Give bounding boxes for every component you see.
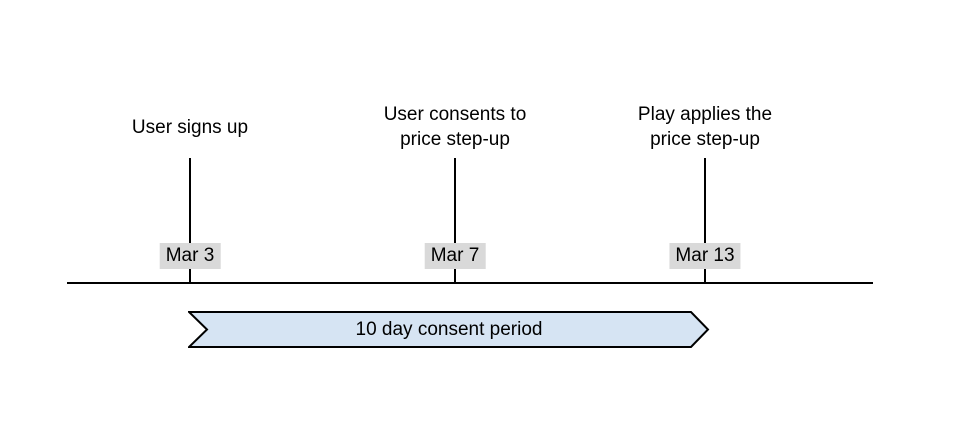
event-tick-mar-7 — [454, 158, 456, 284]
event-label-play-applies: Play applies the price step-up — [637, 104, 773, 150]
consent-period-banner: 10 day consent period — [188, 311, 710, 348]
event-tick-mar-3 — [189, 158, 191, 284]
event-date-badge-mar-7: Mar 7 — [424, 243, 486, 269]
banner-label: 10 day consent period — [355, 318, 543, 340]
event-tick-mar-13 — [704, 158, 706, 284]
event-date-badge-mar-13: Mar 13 — [669, 243, 741, 269]
timeline-axis — [67, 282, 873, 284]
event-label-user-signs-up: User signs up — [131, 116, 249, 138]
event-date-badge-mar-3: Mar 3 — [159, 243, 221, 269]
event-label-user-consents: User consents to price step-up — [383, 104, 527, 150]
banner-arrow-polygon — [188, 311, 710, 348]
banner-arrow-shape — [188, 311, 710, 348]
